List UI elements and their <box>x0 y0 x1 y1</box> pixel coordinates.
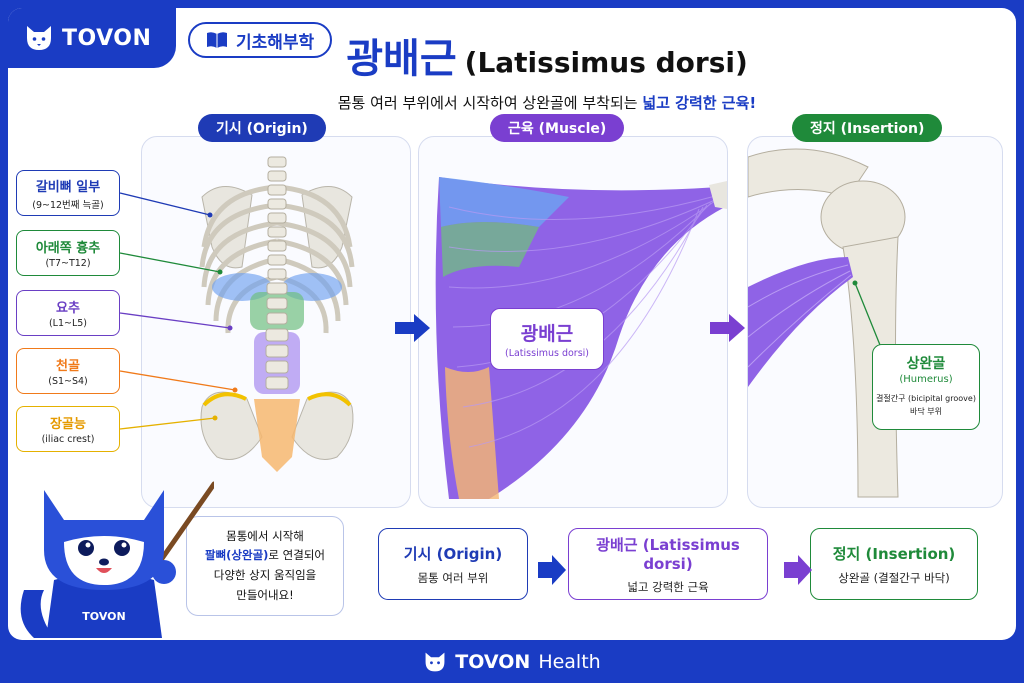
speech-line-3: 다양한 상지 움직임을 <box>213 568 317 582</box>
summary-muscle-title: 광배근 (Latissimus dorsi) <box>596 535 740 573</box>
humerus-detail-1: 결절간구 (bicipital groove) <box>876 394 976 403</box>
origin-label-sub: (T7~T12) <box>45 258 91 269</box>
section-insertion: 정지 (Insertion) <box>792 114 943 142</box>
summary-insertion: 정지 (Insertion) 상완골 (결절간구 바닥) <box>810 528 978 600</box>
book-icon <box>207 32 227 48</box>
summary-insertion-sub: 상완골 (결절간구 바닥) <box>838 570 950 585</box>
origin-label-thoracic: 아래쪽 흉추 (T7~T12) <box>16 230 120 276</box>
speech-line-1: 몸통에서 시작해 <box>226 528 304 543</box>
humerus-illustration <box>748 148 906 498</box>
speech-line-2-rest: 로 연결되어 <box>268 548 325 563</box>
origin-label-sacrum: 천골 (S1~S4) <box>16 348 120 394</box>
humerus-sub: (Humerus) <box>899 374 953 385</box>
origin-label-ribs: 갈비뼈 일부 (9~12번째 늑골) <box>16 170 120 216</box>
section-origin: 기시 (Origin) <box>198 114 326 142</box>
origin-label-sub: (iliac crest) <box>41 434 95 445</box>
page-title: 광배근(Latissimus dorsi) <box>8 26 1016 84</box>
brand-tab: TOVON <box>8 8 176 68</box>
spine-illustration <box>199 156 355 472</box>
page-subtitle: 몸통 여러 부위에서 시작하여 상완골에 부착되는 넓고 강력한 근육! <box>8 92 1016 113</box>
mascot-shirt-text: TOVON <box>82 610 125 623</box>
origin-label-sub: (L1~L5) <box>48 318 88 329</box>
origin-label-title: 아래쪽 흉추 <box>35 241 101 256</box>
speech-line-2: 팔뼈(상완골)로 연결되어 <box>187 546 343 566</box>
title-korean: 광배근 <box>346 36 457 82</box>
muscle-name-box: 광배근 (Latissimus dorsi) <box>490 308 604 370</box>
brand-name: TOVON <box>62 25 152 51</box>
footer-brand-name: TOVON <box>455 650 531 673</box>
subtitle-highlight: 넓고 강력한 근육! <box>642 94 757 112</box>
summary-insertion-title: 정지 (Insertion) <box>832 544 956 563</box>
footer-brand-suffix: Health <box>538 650 601 673</box>
origin-panel <box>141 136 411 508</box>
footer-brand: TOVON Health <box>0 640 1024 683</box>
category-tag: 기초해부학 <box>188 22 333 58</box>
origin-label-sub: (9~12번째 늑골) <box>32 199 104 211</box>
section-muscle: 근육 (Muscle) <box>490 114 625 142</box>
subtitle-text: 몸통 여러 부위에서 시작하여 상완골에 부착되는 <box>337 94 643 112</box>
summary-origin: 기시 (Origin) 몸통 여러 부위 <box>378 528 528 600</box>
origin-label-title: 장골능 <box>50 417 86 432</box>
origin-label-lumbar: 요추 (L1~L5) <box>16 290 120 336</box>
speech-highlight: 팔뼈(상완골) <box>205 548 269 563</box>
summary-muscle-sub: 넓고 강력한 근육 <box>627 579 709 594</box>
title-english: (Latissimus dorsi) <box>464 46 748 79</box>
fox-logo-icon <box>27 26 51 50</box>
fox-logo-icon <box>425 652 445 671</box>
mascot-speech-bubble: 몸통에서 시작해 팔뼈(상완골)로 연결되어 다양한 상지 움직임을 만들어내요… <box>186 516 344 616</box>
summary-origin-title: 기시 (Origin) <box>403 544 503 563</box>
humerus-label: 상완골 (Humerus) 결절간구 (bicipital groove) 바닥… <box>872 344 980 430</box>
muscle-name-title: 광배근 <box>520 323 574 345</box>
muscle-name-sub: (Latissimus dorsi) <box>504 348 589 359</box>
humerus-title: 상완골 <box>906 356 946 372</box>
origin-label-title: 요추 <box>56 301 80 316</box>
origin-label-iliac: 장골능 (iliac crest) <box>16 406 120 452</box>
summary-origin-sub: 몸통 여러 부위 <box>417 570 489 585</box>
insertion-panel <box>747 136 1003 508</box>
summary-muscle: 광배근 (Latissimus dorsi) 넓고 강력한 근육 <box>568 528 768 600</box>
humerus-detail-2: 바닥 부위 <box>910 406 942 416</box>
fox-mascot-icon: TOVON <box>20 481 214 638</box>
speech-line-4: 만들어내요! <box>236 587 294 602</box>
origin-label-title: 갈비뼈 일부 <box>35 179 101 195</box>
origin-label-sub: (S1~S4) <box>48 376 88 387</box>
origin-label-title: 천골 <box>56 359 80 374</box>
category-tag-label: 기초해부학 <box>236 32 315 53</box>
